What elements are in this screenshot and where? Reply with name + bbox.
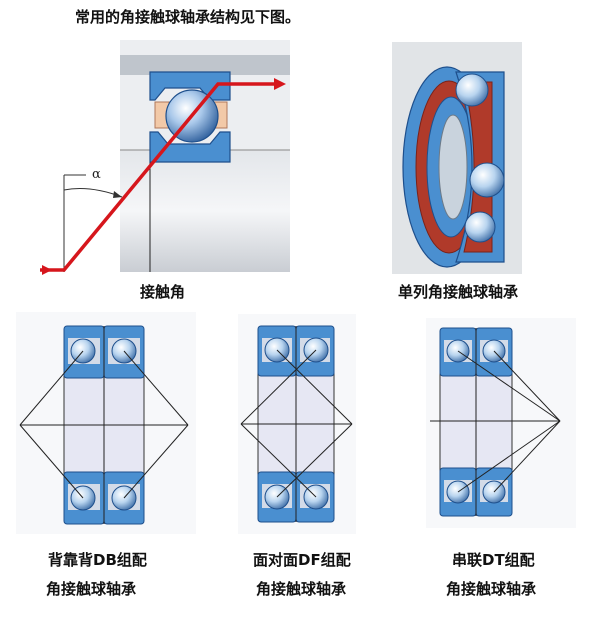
caption-db-line1: 背靠背DB组配 xyxy=(48,551,147,569)
single-row-bearing-figure xyxy=(392,42,522,277)
caption-dt-line1: 串联DT组配 xyxy=(452,551,535,569)
angle-symbol: α xyxy=(92,167,101,182)
ball-bottom xyxy=(464,211,496,243)
page-title: 常用的角接触球轴承结构见下图。 xyxy=(75,8,301,26)
ball-middle xyxy=(469,162,505,198)
df-bearing-figure xyxy=(238,314,356,534)
housing-top xyxy=(120,55,290,75)
bore-3d xyxy=(438,114,468,220)
caption-single-row: 单列角接触球轴承 xyxy=(398,283,519,301)
shaft xyxy=(120,150,290,272)
caption-df-line2: 角接触球轴承 xyxy=(256,580,347,598)
dt-bearing-figure xyxy=(426,318,576,528)
caption-dt-line2: 角接触球轴承 xyxy=(446,580,537,598)
ball-top xyxy=(455,73,489,107)
caption-contact-angle: 接触角 xyxy=(140,283,186,301)
inner-ring xyxy=(149,131,231,163)
caption-df-line1: 面对面DF组配 xyxy=(253,551,351,569)
db-bearing-figure xyxy=(16,312,196,534)
caption-db-line2: 角接触球轴承 xyxy=(46,580,137,598)
contact-angle-figure: α xyxy=(40,40,290,275)
